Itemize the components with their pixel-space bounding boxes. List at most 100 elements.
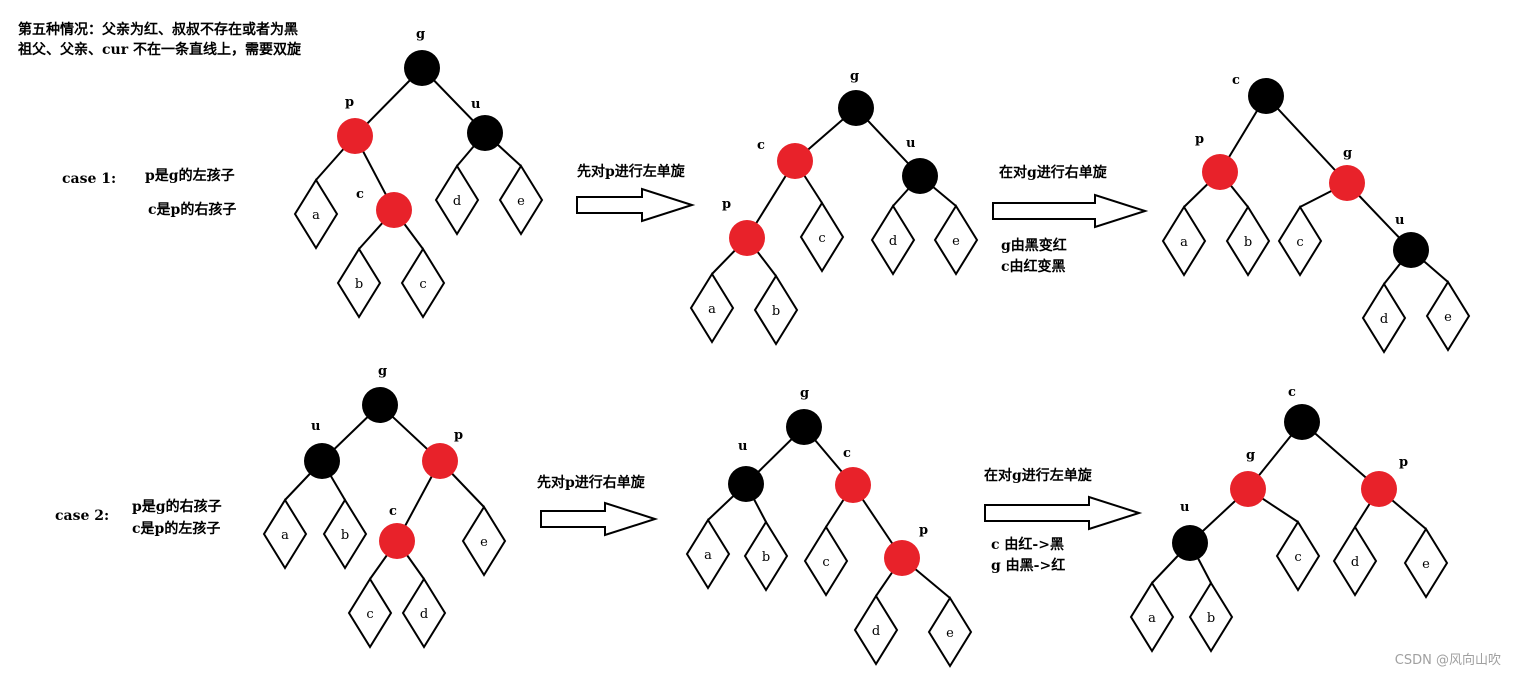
t3-node-label-c: c bbox=[1232, 73, 1240, 88]
case2-step2-caption: 在对g进行左单旋 bbox=[984, 468, 1092, 484]
t6-subtree-label-b: b bbox=[1207, 611, 1215, 626]
t4-subtree-e bbox=[461, 505, 507, 577]
t3-subtree-e bbox=[1425, 280, 1471, 352]
t2-node-label-p: p bbox=[722, 197, 731, 212]
t1-subtree-label-a: a bbox=[312, 208, 320, 223]
t1-subtree-label-e: e bbox=[517, 194, 525, 209]
case1-recolor-2: c由红变黑 bbox=[1001, 259, 1066, 275]
t2-subtree-label-c: c bbox=[818, 231, 825, 246]
t3-node-c-black bbox=[1248, 78, 1284, 114]
t5-node-label-c: c bbox=[843, 446, 851, 461]
case2-condition-1: p是g的右孩子 bbox=[132, 499, 222, 515]
case2-recolor-2: g 由黑->红 bbox=[991, 558, 1066, 574]
t5-subtree-label-d: d bbox=[872, 624, 880, 639]
t1-subtree-label-d: d bbox=[453, 194, 461, 209]
heading-line-2: 祖父、父亲、cur 不在一条直线上，需要双旋 bbox=[18, 42, 301, 58]
t3-subtree-a bbox=[1161, 205, 1207, 277]
t4-subtree-label-b: b bbox=[341, 528, 349, 543]
t1-node-c-red bbox=[376, 192, 412, 228]
t4-subtree-label-e: e bbox=[480, 535, 488, 550]
t1-node-u-black bbox=[467, 115, 503, 151]
case1-condition-1: p是g的左孩子 bbox=[145, 168, 235, 184]
case2-condition-2: c是p的左孩子 bbox=[132, 521, 221, 537]
t1-node-label-u: u bbox=[471, 97, 480, 112]
t4-subtree-d bbox=[401, 577, 447, 649]
t6-node-label-u: u bbox=[1180, 500, 1189, 515]
case1-step2-caption: 在对g进行右单旋 bbox=[999, 165, 1107, 181]
case2-step1-caption: 先对p进行右单旋 bbox=[537, 475, 645, 491]
t4-subtree-label-d: d bbox=[420, 607, 428, 622]
t3-node-g-red bbox=[1329, 165, 1365, 201]
t5-subtree-a bbox=[685, 518, 731, 590]
t2-node-u-black bbox=[902, 158, 938, 194]
t5-subtree-b bbox=[743, 520, 789, 592]
t2-subtree-b bbox=[753, 274, 799, 346]
t3-subtree-label-a: a bbox=[1180, 235, 1188, 250]
t3-subtree-b bbox=[1225, 205, 1271, 277]
t4-subtree-a bbox=[262, 498, 308, 570]
t3-subtree-c bbox=[1277, 205, 1323, 277]
t1-node-p-red bbox=[337, 118, 373, 154]
t5-subtree-label-b: b bbox=[762, 550, 770, 565]
t6-subtree-e bbox=[1403, 527, 1449, 599]
t6-node-label-g: g bbox=[1246, 448, 1255, 463]
t5-node-p-red bbox=[884, 540, 920, 576]
t1-node-label-c: c bbox=[356, 187, 364, 202]
t2-subtree-label-b: b bbox=[772, 304, 780, 319]
case2-recolor-1: c 由红->黑 bbox=[991, 537, 1064, 553]
t6-node-u-black bbox=[1172, 525, 1208, 561]
t3-subtree-label-b: b bbox=[1244, 235, 1252, 250]
t4-node-label-p: p bbox=[454, 428, 463, 443]
t1-node-g-black bbox=[404, 50, 440, 86]
t2-subtree-label-d: d bbox=[889, 234, 897, 249]
case1-arrow-2 bbox=[992, 193, 1149, 229]
case2-arrow-2 bbox=[984, 495, 1143, 531]
t3-subtree-label-d: d bbox=[1380, 312, 1388, 327]
t2-subtree-label-e: e bbox=[952, 234, 960, 249]
t3-node-label-u: u bbox=[1395, 213, 1404, 228]
t4-node-c-red bbox=[379, 523, 415, 559]
t1-subtree-c bbox=[400, 247, 446, 319]
t6-subtree-label-e: e bbox=[1422, 557, 1430, 572]
t2-subtree-label-a: a bbox=[708, 302, 716, 317]
t5-node-label-p: p bbox=[919, 523, 928, 538]
t4-node-label-u: u bbox=[311, 419, 320, 434]
t5-subtree-label-c: c bbox=[822, 555, 829, 570]
t2-node-c-red bbox=[777, 143, 813, 179]
t3-node-u-black bbox=[1393, 232, 1429, 268]
t5-node-label-u: u bbox=[738, 439, 747, 454]
t4-subtree-label-c: c bbox=[366, 607, 373, 622]
t6-node-label-p: p bbox=[1399, 455, 1408, 470]
case1-arrow-1 bbox=[576, 187, 696, 223]
t3-node-label-g: g bbox=[1343, 146, 1352, 161]
t5-subtree-c bbox=[803, 525, 849, 597]
t2-subtree-a bbox=[689, 272, 735, 344]
case1-recolor-1: g由黑变红 bbox=[1001, 238, 1067, 254]
t6-node-c-black bbox=[1284, 404, 1320, 440]
t4-node-g-black bbox=[362, 387, 398, 423]
t4-node-label-c: c bbox=[389, 504, 397, 519]
t1-subtree-d bbox=[434, 164, 480, 236]
case1-step1-caption: 先对p进行左单旋 bbox=[577, 164, 685, 180]
t4-subtree-b bbox=[322, 498, 368, 570]
heading: 第五种情况：父亲为红、叔叔不存在或者为黑 祖父、父亲、cur 不在一条直线上，需… bbox=[18, 20, 301, 60]
t6-subtree-b bbox=[1188, 581, 1234, 653]
t2-node-p-red bbox=[729, 220, 765, 256]
t2-subtree-c bbox=[799, 201, 845, 273]
t6-subtree-label-d: d bbox=[1351, 555, 1359, 570]
t5-subtree-d bbox=[853, 594, 899, 666]
t5-subtree-e bbox=[927, 596, 973, 668]
t5-node-label-g: g bbox=[800, 386, 809, 401]
t6-subtree-a bbox=[1129, 581, 1175, 653]
t2-node-label-c: c bbox=[757, 138, 765, 153]
t1-subtree-label-c: c bbox=[419, 277, 426, 292]
t3-subtree-label-e: e bbox=[1444, 310, 1452, 325]
t5-subtree-label-a: a bbox=[704, 548, 712, 563]
t3-node-p-red bbox=[1202, 154, 1238, 190]
t1-subtree-label-b: b bbox=[355, 277, 363, 292]
t1-subtree-a bbox=[293, 178, 339, 250]
t2-node-label-u: u bbox=[906, 136, 915, 151]
t4-node-p-red bbox=[422, 443, 458, 479]
t4-subtree-label-a: a bbox=[281, 528, 289, 543]
